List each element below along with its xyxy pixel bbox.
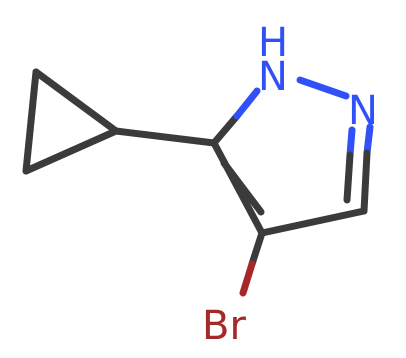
c3-c4-bond xyxy=(258,207,368,237)
c4-c5-bond xyxy=(210,139,266,237)
c5-nh-bond-carbon-half xyxy=(210,112,241,147)
nh-atom-n-label: N xyxy=(258,54,288,100)
n2-c3-bond-nitrogen-half xyxy=(363,123,374,157)
nh-atom-label: H xyxy=(258,20,288,66)
c4-br-bond-bromine-half xyxy=(239,260,256,297)
n2-c3-bond-carbon-half xyxy=(360,149,371,215)
n1-n2-bond xyxy=(296,76,350,100)
n2-atom-label: N xyxy=(348,88,378,134)
cyclopropyl-bond-left xyxy=(22,68,40,175)
cyclopropyl-bond-top xyxy=(32,68,120,135)
cyclopropyl-bond-bottom xyxy=(22,127,120,175)
n2-c3-double-inner-carbon xyxy=(343,151,354,204)
n2-c3-double-inner-nitrogen xyxy=(346,126,356,159)
c4-c5-double-inner xyxy=(220,159,265,216)
br-atom-label: Br xyxy=(202,303,246,349)
c5-nh-bond-nitrogen-half xyxy=(233,87,261,120)
cyclopropyl-c5-bond xyxy=(112,127,218,147)
c4-br-bond-carbon-half xyxy=(248,229,266,268)
